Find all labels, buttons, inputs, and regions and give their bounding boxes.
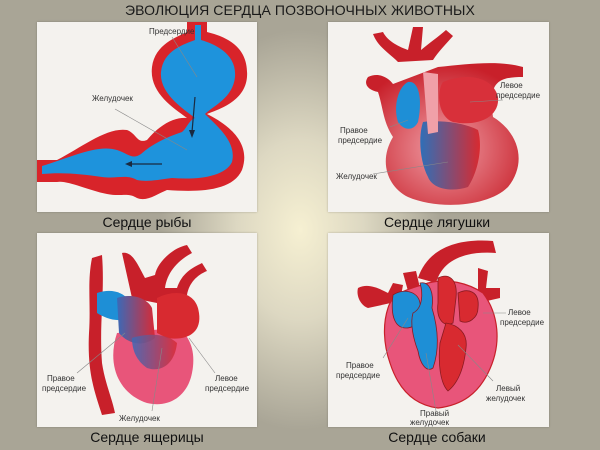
lizard-heart-caption: Сердце ящерицы [90,429,204,445]
dog-left-atrium-label-1: Левое [508,308,531,317]
fish-ventricle-label: Желудочек [92,94,133,103]
fish-heart-diagram: Предсердие Желудочек [37,22,248,200]
page-title: ЭВОЛЮЦИЯ СЕРДЦА ПОЗВОНОЧНЫХ ЖИВОТНЫХ [124,2,475,18]
lizard-heart-diagram: Правое предсердие Левое предсердие Желуд… [42,245,250,423]
dog-right-atrium-label-1: Правое [346,361,374,370]
frog-heart-diagram: Левое предсердие Правое предсердие Желуд… [336,27,541,205]
dog-heart-caption: Сердце собаки [388,429,486,445]
dog-heart-diagram: Левое предсердие Правое предсердие Левый… [336,240,545,427]
lizard-heart-panel: Правое предсердие Левое предсердие Желуд… [37,233,257,427]
fish-heart-panel: Предсердие Желудочек [37,22,257,212]
dog-left-ventricle-label-2: желудочек [486,394,525,403]
lizard-left-atrium-label-2: предсердие [205,384,250,393]
lizard-ventricle-label: Желудочек [119,414,160,423]
fish-atrium-label: Предсердие [149,27,195,36]
frog-left-atrium-label-1: Левое [500,81,523,90]
dog-left-atrium-label-2: предсердие [500,318,545,327]
frog-left-atrium-label-2: предсердие [496,91,541,100]
dog-heart-panel: Левое предсердие Правое предсердие Левый… [328,233,549,427]
lizard-left-atrium-label-1: Левое [215,374,238,383]
lizard-right-atrium-label-1: Правое [47,374,75,383]
dog-right-atrium-label-2: предсердие [336,371,381,380]
fish-heart-caption: Сердце рыбы [102,214,192,230]
frog-heart-panel: Левое предсердие Правое предсердие Желуд… [328,22,549,212]
dog-left-ventricle-label-1: Левый [496,384,520,393]
frog-right-atrium-label-1: Правое [340,126,368,135]
lizard-right-atrium-label-2: предсердие [42,384,87,393]
dog-right-ventricle-label-2: желудочек [410,418,449,427]
dog-right-ventricle-label-1: Правый [420,409,449,418]
frog-right-atrium-label-2: предсердие [338,136,383,145]
frog-ventricle-label: Желудочек [336,172,377,181]
frog-heart-caption: Сердце лягушки [383,214,491,230]
